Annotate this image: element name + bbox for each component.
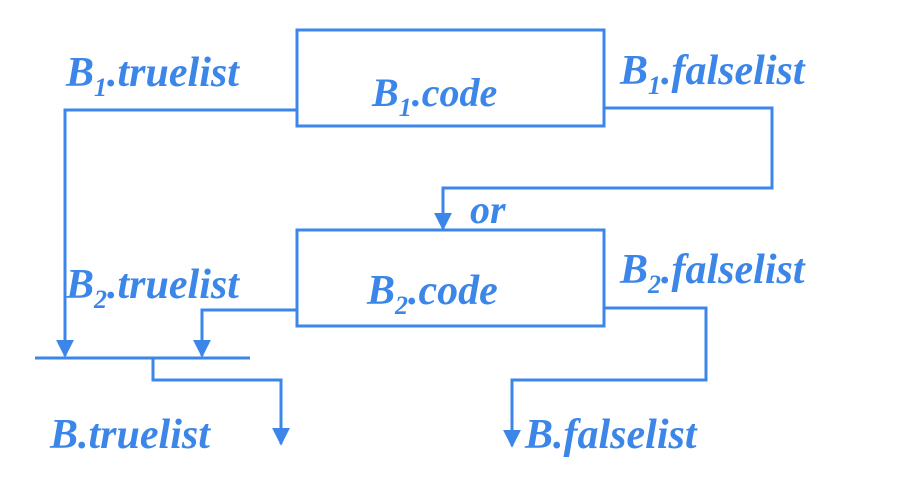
or-label: or	[470, 187, 506, 232]
b1-code-label: B1.code	[371, 70, 497, 122]
b2-falselist-connector	[503, 306, 708, 448]
b-truelist-label: B.truelist	[49, 412, 211, 458]
b1-truelist-connector	[56, 108, 297, 358]
b2-truelist-label: B2.truelist	[65, 262, 240, 314]
b2-truelist-connector	[193, 308, 297, 358]
b1-falselist-connector	[434, 106, 774, 231]
b-falselist-label: B.falselist	[524, 412, 698, 458]
b2-falselist-label: B2.falselist	[619, 247, 806, 299]
b1-truelist-label: B1.truelist	[65, 50, 240, 102]
b2-code-label: B2.code	[366, 268, 498, 320]
b1-code-box	[295, 28, 606, 128]
b1-falselist-label: B1.falselist	[619, 48, 806, 100]
b-truelist-connector	[151, 358, 290, 446]
